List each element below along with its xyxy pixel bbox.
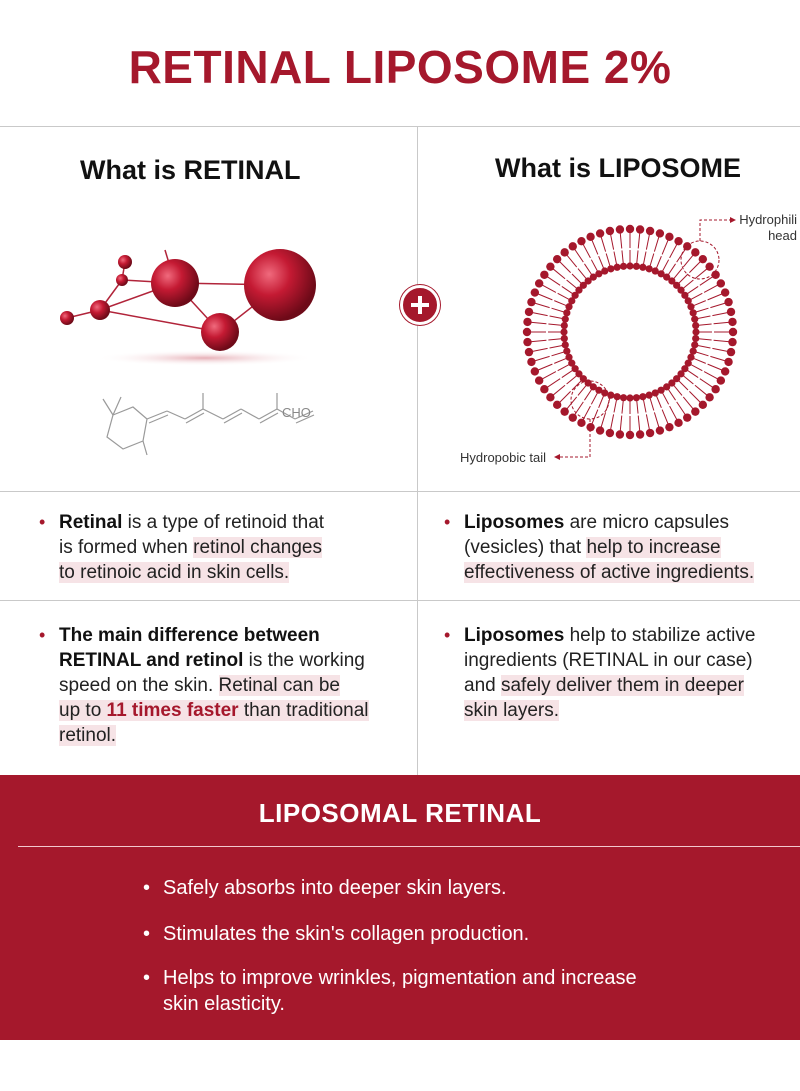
bullet-dot: •	[39, 625, 46, 645]
bullet-dot: •	[444, 512, 451, 532]
benefit-text: Safely absorbs into deeper skin layers.	[163, 877, 507, 899]
text: are micro capsules	[564, 512, 730, 533]
highlight: retinol.	[59, 725, 117, 746]
text: (vesicles) that	[464, 537, 587, 558]
text: ingredients (RETINAL in our case)	[464, 650, 753, 671]
retinal-structure-diagram	[102, 393, 315, 456]
bullet-dot: •	[444, 625, 451, 645]
benefits-divider	[18, 846, 800, 847]
bold-text: The main difference between	[59, 625, 320, 646]
molecule-illustration	[60, 249, 316, 366]
bullet-dot: •	[143, 877, 151, 899]
benefit-text: Stimulates the skin's collagen productio…	[163, 923, 530, 945]
highlight: effectiveness of active ingredients.	[464, 562, 755, 583]
highlight: help to increase	[586, 537, 721, 558]
liposome-diagram	[522, 224, 738, 440]
speed-emphasis: 11 times faster	[106, 700, 239, 721]
benefit-item: • Stimulates the skin's collagen producti…	[143, 921, 723, 947]
divider-middle	[0, 491, 800, 492]
liposome-heading: What is LIPOSOME	[495, 153, 742, 183]
hydrophilic-head-label: Hydrophili head	[737, 212, 797, 244]
liposome-term: Liposomes	[464, 512, 565, 533]
text: and	[464, 675, 501, 696]
divider-vertical	[417, 126, 418, 775]
bullet-dot: •	[39, 512, 46, 532]
retinal-definition: • Retinal is a type of retinoid that is …	[39, 510, 399, 585]
text: is formed when	[59, 537, 194, 558]
highlight: up to	[59, 700, 107, 721]
highlight: retinol changes	[193, 537, 322, 558]
benefit-text: Helps to improve wrinkles, pigmentation …	[163, 967, 637, 989]
cho-label: CHO	[282, 405, 311, 420]
text: is a type of retinoid that	[122, 512, 325, 533]
retinal-difference: • The main difference between RETINAL an…	[39, 623, 404, 748]
divider-lower	[0, 600, 800, 601]
highlight: to retinoic acid in skin cells.	[59, 562, 290, 583]
benefit-item: • Safely absorbs into deeper skin layers.	[143, 875, 723, 901]
hydrophobic-tail-label: Hydropobic tail	[460, 450, 546, 465]
divider-top	[0, 126, 800, 127]
hydrophilic-label-line1: Hydrophili	[739, 212, 797, 227]
page-title: RETINAL LIPOSOME 2%	[128, 41, 672, 93]
text: speed on the skin.	[59, 675, 219, 696]
retinal-term: Retinal	[59, 512, 123, 533]
text: help to stabilize active	[564, 625, 756, 646]
highlight: skin layers.	[464, 700, 560, 721]
highlight: safely deliver them in deeper	[500, 675, 744, 696]
benefits-title: LIPOSOMAL RETINAL	[258, 798, 542, 828]
bullet-dot: •	[143, 923, 151, 945]
benefits-panel	[0, 775, 800, 1040]
text: is the working	[243, 650, 365, 671]
liposome-callouts	[554, 217, 736, 460]
benefit-text: skin elasticity.	[163, 993, 285, 1015]
retinal-heading: What is RETINAL	[80, 155, 301, 185]
liposome-function: • Liposomes help to stabilize active ing…	[444, 623, 800, 723]
bold-text: RETINAL and retinol	[59, 650, 244, 671]
bullet-dot: •	[143, 967, 151, 989]
plus-icon	[400, 285, 440, 325]
liposome-term: Liposomes	[464, 625, 565, 646]
benefit-item: • Helps to improve wrinkles, pigmentation…	[143, 965, 723, 1017]
hydrophilic-label-line2: head	[768, 228, 797, 243]
liposome-definition: • Liposomes are micro capsules (vesicles…	[444, 510, 800, 585]
highlight: Retinal can be	[218, 675, 340, 696]
highlight: than traditional	[238, 700, 369, 721]
